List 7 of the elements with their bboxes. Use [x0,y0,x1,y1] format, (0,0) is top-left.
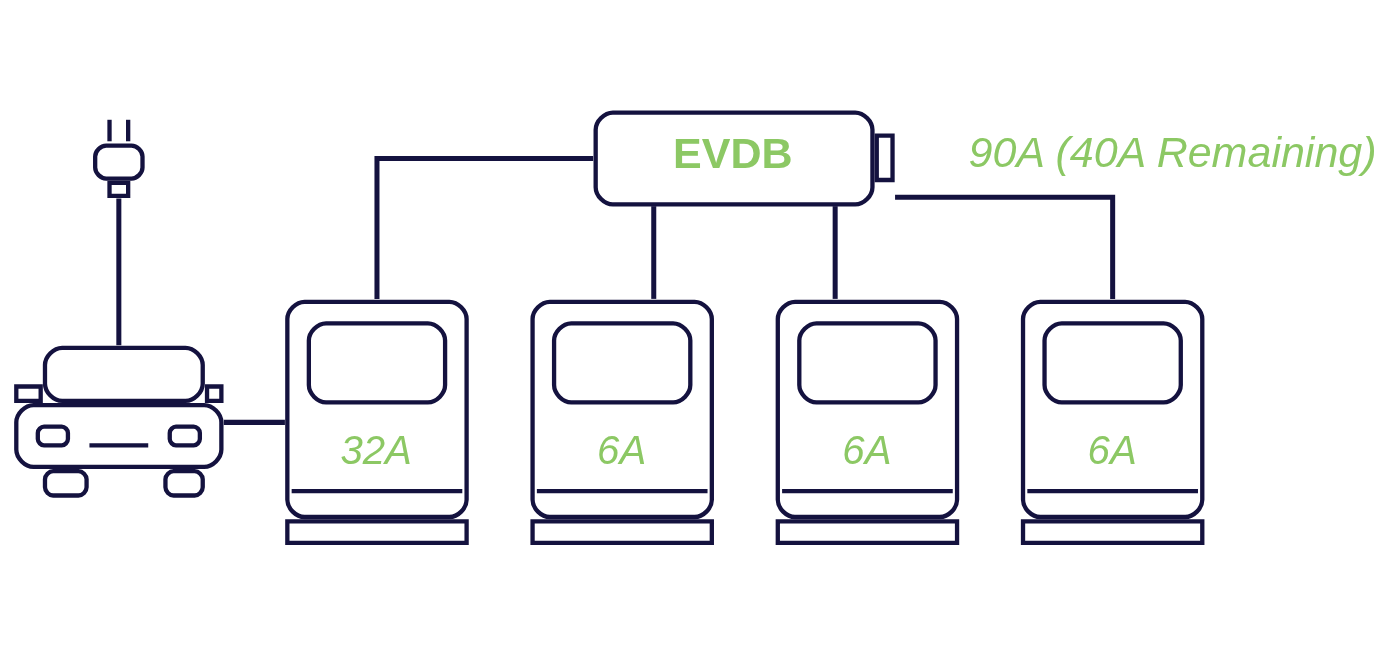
connector [223,419,285,425]
connector [116,197,122,345]
label: 90A (40A Remaining) [968,127,1377,176]
connector [832,205,838,299]
connector [651,205,657,299]
connector [895,194,1116,299]
connector [374,155,594,299]
